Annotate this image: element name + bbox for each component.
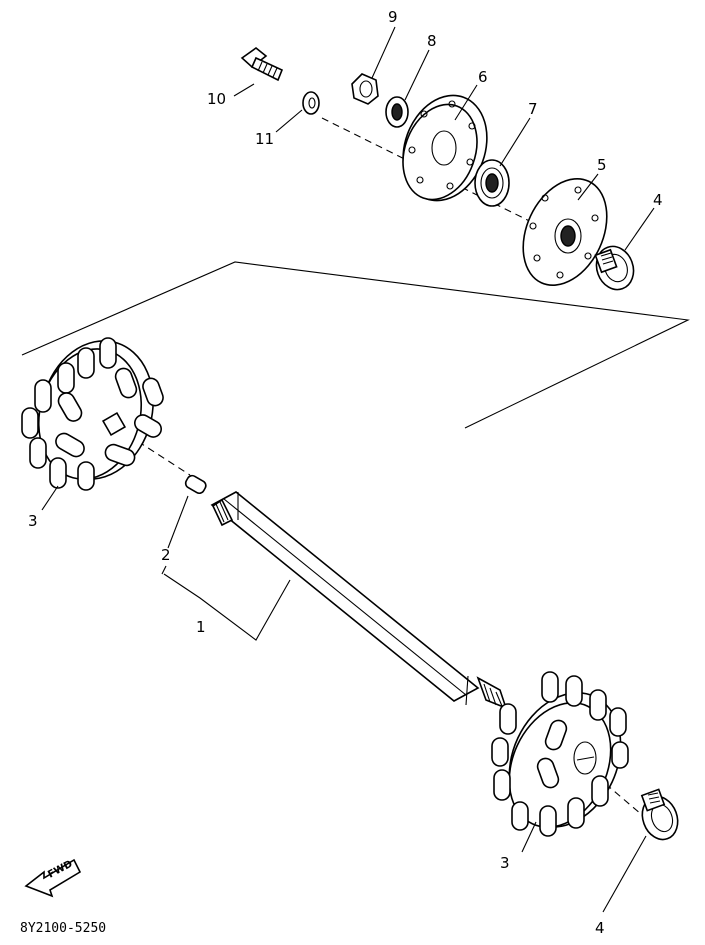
assembly-outline: [21, 261, 690, 429]
callout-4-lower: 4: [595, 919, 605, 937]
callout-11: 11: [255, 130, 274, 148]
callout-7: 7: [528, 100, 538, 118]
outer-flange: [522, 177, 608, 287]
callout-10: 10: [207, 90, 226, 108]
diagram-code: 8Y2100-5250: [20, 921, 106, 936]
callout-2: 2: [161, 546, 171, 564]
sprocket-upper: [21, 337, 164, 491]
callout-4-upper: 4: [653, 191, 663, 209]
clamp-upper: [594, 245, 635, 291]
callout-9: 9: [388, 8, 398, 26]
callout-8: 8: [427, 32, 437, 50]
callout-5: 5: [597, 156, 607, 174]
callout-6: 6: [478, 68, 488, 86]
callout-3-upper: 3: [28, 512, 38, 530]
shaft: [210, 491, 508, 710]
inner-flange: [402, 94, 488, 202]
forward-arrow: FWD: [24, 859, 82, 898]
washer: [385, 96, 409, 128]
pin: [184, 474, 207, 495]
bolt: [240, 46, 284, 82]
callout-1: 1: [196, 618, 206, 636]
bearing: [474, 159, 510, 207]
sprocket-lower: [491, 671, 629, 837]
spring-washer: [302, 91, 320, 115]
nut: [351, 73, 379, 105]
clamp-lower: [640, 788, 679, 841]
lower-right-centerline: [559, 744, 649, 821]
leader-lines: [41, 26, 655, 913]
callout-3-lower: 3: [500, 854, 510, 872]
